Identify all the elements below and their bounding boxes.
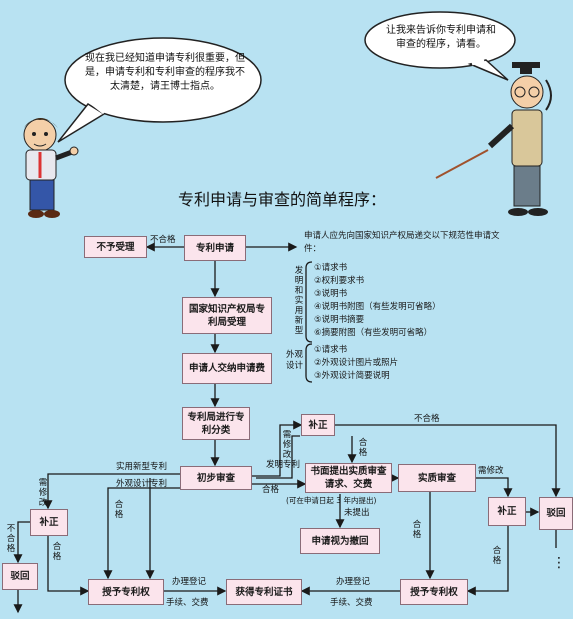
classification-box: 专利局进行专利分类 [182,407,250,440]
label-need-fix-left: 需修改 [38,478,48,508]
material-item: ④说明书附图（有些发明可省略） [314,302,441,312]
preliminary-exam-box: 初步审查 [180,466,252,490]
pay-fee-box: 申请人交纳申请费 [182,353,272,384]
supplement-left-box: 补正 [30,509,68,536]
label-pass-prelim: 合格 [262,485,280,495]
label-unsubmitted: 未提出 [344,508,370,518]
label-fail-right: 不合格 [414,414,440,424]
label-pass-left: 合格 [52,542,62,562]
boy-illustration [23,118,79,218]
material-item: ③外观设计简要说明 [314,371,390,381]
label-invention-patent: 发明专利 [266,460,301,470]
materials-intro: 申请人应先向国家知识产权局递交以下规范性申请文件： [304,231,500,254]
supplement-top-box: 补正 [301,414,335,436]
label-register-right: 办理登记 [336,577,371,587]
label-pass-top: 合格 [358,438,368,458]
label-deadline: (可在申请日起 3 年内提出) [286,496,377,505]
grant-left-box: 授予专利权 [88,579,164,605]
label-pass-design: 合格 [114,500,124,520]
diagram-title: 专利申请与审查的简单程序： [178,190,387,209]
substantive-exam-box: 实质审查 [398,464,476,492]
label-fees-right: 手续、交费 [330,598,373,608]
doctor-illustration [435,62,552,216]
material-item: ①请求书 [314,263,348,273]
certificate-box: 获得专利证书 [226,579,302,605]
label-need-fix-right: 需修改 [478,466,504,476]
label-fail-left: 不合格 [6,524,16,554]
withdrawn-box: 申请视为撤回 [300,528,380,554]
material-item: ③说明书 [314,289,348,299]
invention-materials-list: ①请求书 ②权利要求书 ③说明书 ④说明书附图（有些发明可省略） ⑤说明书摘要 … [314,262,441,340]
material-item: ②权利要求书 [314,276,365,286]
reject-left-box: 驳回 [2,563,38,590]
not-accepted-box: 不予受理 [84,236,147,258]
right-bubble-text: 让我来告诉你专利申请和审查的程序，请看。 [386,25,496,50]
supplement-right-box: 补正 [488,497,526,526]
office-acceptance-box: 国家知识产权局专利局受理 [182,297,272,334]
label-utility: 实用新型专利 [116,462,168,472]
label-register-left: 办理登记 [172,577,207,587]
left-speech-bubble [57,37,262,143]
reject-right-box: 驳回 [539,497,573,530]
label-pass-right: 合格 [492,546,502,566]
invention-materials-heading: 发明和实用新型 [294,266,304,336]
label-need-fix-top: 需修改 [282,430,292,460]
material-item: ⑤说明书摘要 [314,315,365,325]
label-fees-left: 手续、交费 [166,598,209,608]
material-item: ②外观设计图片或照片 [314,358,399,368]
left-bubble-text: 现在我已经知道申请专利很重要，但是，申请专利和专利审查的程序我不太清楚，请王博士… [85,53,245,92]
request-exam-box: 书面提出实质审查请求、交费 [305,463,392,493]
design-materials-heading: 外观设计 [286,350,304,371]
right-speech-bubble [364,11,516,81]
label-pass-subst: 合格 [412,520,422,540]
material-item: ①请求书 [314,345,348,355]
ellipsis-continue: ⋮ [552,555,566,571]
label-design-patent: 外观设计专利 [116,479,168,489]
material-item: ⑥摘要附图（有些发明可省略） [314,328,433,338]
patent-application-box: 专利申请 [184,235,246,261]
design-materials-list: ①请求书 ②外观设计图片或照片 ③外观设计简要说明 [314,344,398,383]
label-fail-accept: 不合格 [150,235,176,245]
grant-right-box: 授予专利权 [400,579,468,605]
